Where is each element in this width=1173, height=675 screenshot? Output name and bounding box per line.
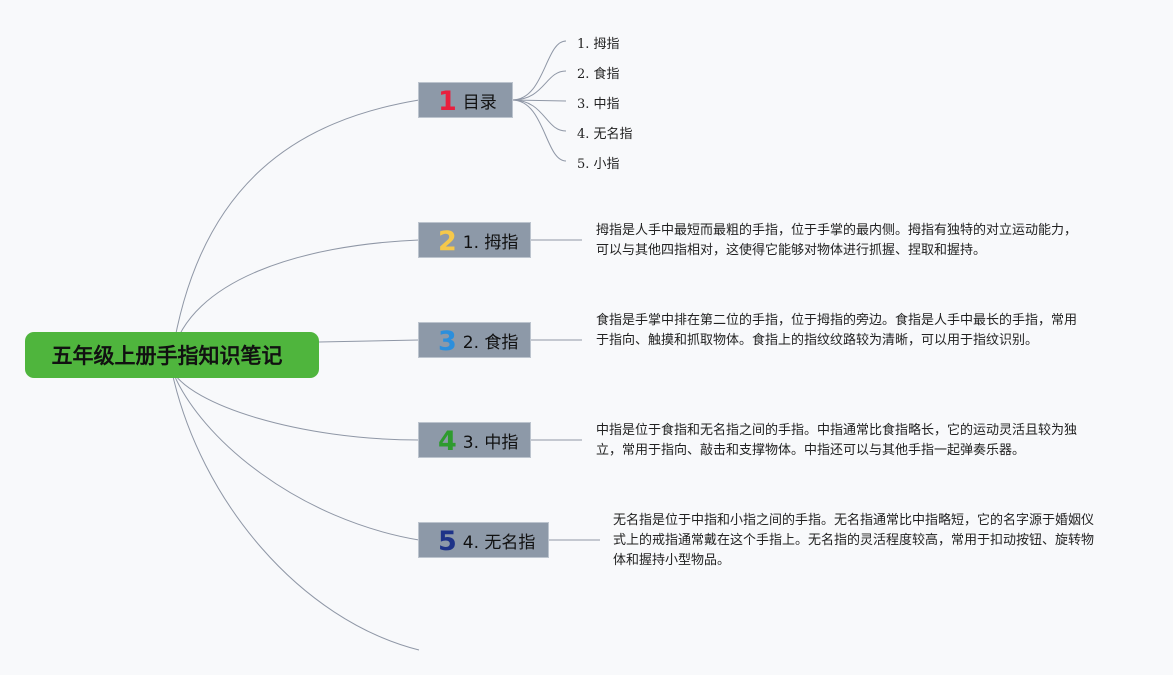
link-catalog-1 (511, 40, 567, 101)
branch-label: 4. 无名指 (462, 532, 536, 553)
link-catalog-3 (511, 99, 567, 102)
ring-finger-description: 无名指是位于中指和小指之间的手指。无名指通常比中指略短，它的名字源于婚姻仪式上的… (613, 513, 1095, 568)
branch-label: 2. 食指 (462, 332, 519, 353)
link-root-branch-5 (171, 369, 420, 541)
link-root-branch-2 (171, 239, 420, 356)
branch-ring-finger[interactable]: 5 4. 无名指 (418, 522, 549, 558)
branch-index-finger[interactable]: 3 2. 食指 (418, 322, 531, 358)
number-2-icon: 2 (438, 225, 457, 257)
number-5-icon: 5 (438, 525, 457, 557)
link-catalog-5 (511, 99, 567, 162)
branch-catalog[interactable]: 1 目录 (418, 82, 513, 118)
branch-middle-finger[interactable]: 4 3. 中指 (418, 422, 531, 458)
branch-label: 3. 中指 (462, 432, 519, 453)
catalog-item-2[interactable]: 2. 食指 (577, 67, 620, 82)
catalog-item-4[interactable]: 4. 无名指 (577, 127, 633, 142)
link-root-branch-1 (171, 99, 420, 356)
number-3-icon: 3 (438, 325, 457, 357)
link-root-hidden-branch (171, 371, 420, 651)
root-topic-title: 五年级上册手指知识笔记 (51, 344, 283, 368)
catalog-item-5[interactable]: 5. 小指 (577, 157, 620, 172)
branch-label: 目录 (462, 92, 497, 113)
catalog-item-1[interactable]: 1. 拇指 (577, 37, 620, 52)
number-4-icon: 4 (438, 425, 457, 457)
thumb-description: 拇指是人手中最短而最粗的手指，位于手掌的最内侧。拇指有独特的对立运动能力，可以与… (596, 223, 1078, 258)
number-1-icon: 1 (438, 85, 457, 117)
branch-label: 1. 拇指 (462, 232, 519, 253)
index-finger-description: 食指是手掌中排在第二位的手指，位于拇指的旁边。食指是人手中最长的手指，常用于指向… (596, 313, 1078, 348)
link-root-branch-3 (318, 339, 420, 343)
link-root-branch-4 (171, 369, 420, 441)
root-topic[interactable]: 五年级上册手指知识笔记 (25, 332, 319, 378)
link-catalog-4 (511, 99, 567, 132)
branch-thumb[interactable]: 2 1. 拇指 (418, 222, 531, 258)
middle-finger-description: 中指是位于食指和无名指之间的手指。中指通常比食指略长，它的运动灵活且较为独立，常… (596, 423, 1078, 458)
catalog-item-3[interactable]: 3. 中指 (577, 97, 620, 112)
link-catalog-2 (511, 70, 567, 101)
